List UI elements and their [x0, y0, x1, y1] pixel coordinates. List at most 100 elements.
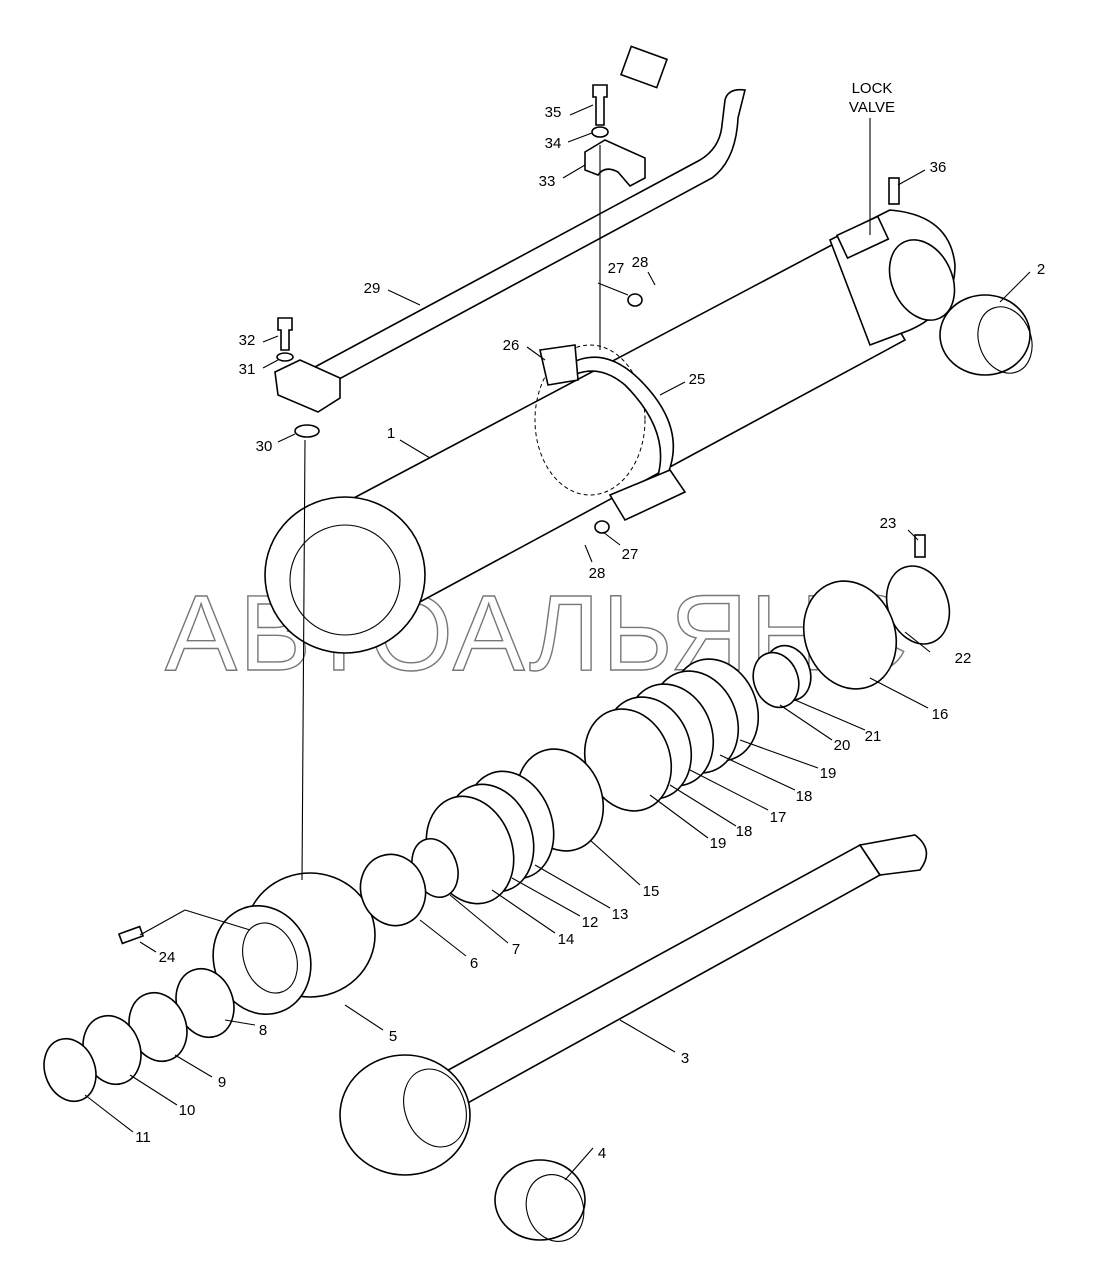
bushing-2	[939, 294, 1031, 376]
leader-27a	[597, 282, 629, 296]
bolt-32	[277, 317, 293, 351]
bolt-24	[117, 925, 145, 945]
bushing-6	[359, 853, 427, 927]
clamp-33	[584, 139, 646, 188]
callout-35: 35	[545, 104, 562, 121]
ring-20	[752, 651, 800, 709]
callout-22: 22	[955, 650, 972, 667]
leader-11	[84, 1094, 134, 1133]
washer-27-lower	[594, 520, 610, 534]
rod-eye-bore	[403, 1068, 467, 1148]
callout-27a: 27	[608, 260, 625, 277]
rings-and-seals	[43, 126, 1033, 1242]
callout-25: 25	[689, 371, 706, 388]
leader-12	[511, 877, 581, 917]
callout-34: 34	[545, 135, 562, 152]
leader-24	[139, 941, 157, 953]
callout-23: 23	[880, 515, 897, 532]
band-26-tab	[539, 344, 579, 386]
callout-36: 36	[930, 159, 947, 176]
leader-21	[794, 699, 866, 731]
washer-27-upper	[627, 293, 643, 307]
lock-valve-block	[835, 215, 890, 260]
leader-9	[174, 1054, 213, 1078]
leader-26	[526, 346, 546, 361]
callout-17: 17	[770, 809, 787, 826]
bushing-4	[494, 1159, 586, 1241]
leader-13	[534, 864, 611, 909]
flange-block	[274, 359, 341, 413]
o-ring-30	[294, 424, 320, 438]
rod-cover-bore	[242, 922, 298, 994]
washer-34	[591, 126, 609, 138]
callout-30: 30	[256, 438, 273, 455]
callout-6: 6	[470, 955, 478, 972]
tube-head-end	[264, 496, 426, 654]
callout-33: 33	[539, 173, 556, 190]
leader-22	[904, 631, 931, 653]
callout-4: 4	[598, 1145, 606, 1162]
callout-7: 7	[512, 941, 520, 958]
leader-16	[869, 677, 929, 709]
leader-20	[779, 704, 833, 741]
leader-28b	[584, 544, 593, 563]
callout-16: 16	[932, 706, 949, 723]
leader-31	[262, 359, 279, 369]
callout-10: 10	[179, 1102, 196, 1119]
assembly-line-3	[139, 909, 186, 936]
leader-32	[262, 335, 279, 343]
callout-9: 9	[218, 1074, 226, 1091]
callout-18a: 18	[796, 788, 813, 805]
callout-8: 8	[259, 1022, 267, 1039]
piston-16	[802, 580, 898, 690]
leader-7	[449, 894, 509, 944]
assembly-line-1	[301, 439, 306, 881]
assembly-line-4	[184, 909, 251, 931]
leader-15	[589, 839, 641, 886]
leader-36	[897, 169, 926, 186]
lock-valve-label-line1: LOCK	[852, 80, 893, 97]
callout-32: 32	[239, 332, 256, 349]
bushing-4-bore	[525, 1174, 585, 1242]
bolt-36	[888, 177, 900, 205]
leader-29	[387, 289, 421, 306]
callout-26: 26	[503, 337, 520, 354]
lock-valve-label-line2: VALVE	[849, 99, 895, 116]
leader-18b	[669, 784, 737, 827]
callout-3: 3	[681, 1050, 689, 1067]
callout-19a: 19	[820, 765, 837, 782]
leader-4	[564, 1147, 594, 1181]
callout-14: 14	[558, 931, 575, 948]
callout-21: 21	[865, 728, 882, 745]
rod-thread-end	[858, 834, 928, 876]
leader-6	[419, 919, 467, 957]
leader-33	[562, 164, 586, 179]
callout-13: 13	[612, 906, 629, 923]
callout-11: 11	[135, 1129, 151, 1146]
band-hidden-edge	[534, 344, 646, 496]
leader-5	[344, 1004, 384, 1031]
leader-30	[277, 433, 296, 443]
leader-3	[619, 1019, 676, 1053]
leader-2	[999, 271, 1031, 303]
head-end-bore	[289, 524, 401, 636]
leader-8	[224, 1019, 256, 1026]
callout-24: 24	[159, 949, 176, 966]
callout-5: 5	[389, 1028, 397, 1045]
callout-29: 29	[364, 280, 381, 297]
callout-1: 1	[387, 425, 395, 442]
callout-19b: 19	[710, 835, 727, 852]
eye-bore	[888, 239, 956, 321]
pipe-fitting	[619, 45, 669, 89]
callout-20: 20	[834, 737, 851, 754]
callout-28a: 28	[632, 254, 649, 271]
bushing-2-bore	[977, 306, 1033, 374]
callout-2: 2	[1037, 261, 1045, 278]
callout-12: 12	[582, 914, 599, 931]
pipe-29	[298, 88, 746, 394]
leader-34	[567, 132, 593, 143]
callout-15: 15	[643, 883, 660, 900]
